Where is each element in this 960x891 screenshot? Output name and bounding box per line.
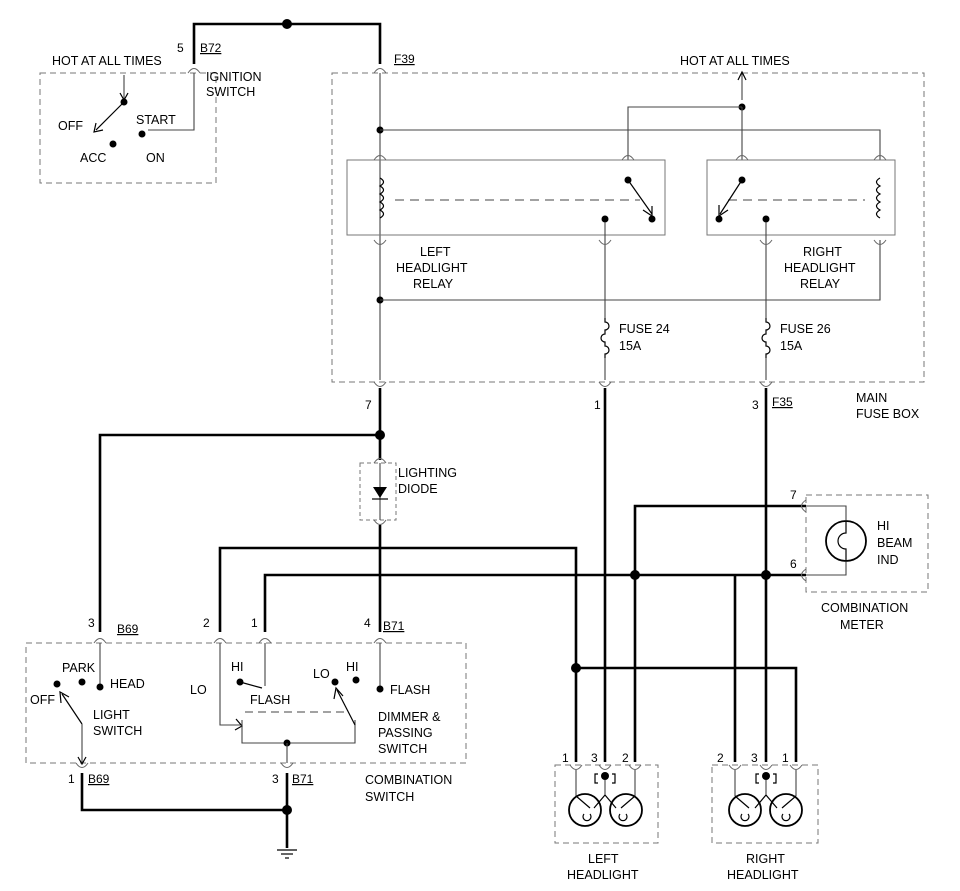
pin-number: 1 bbox=[562, 751, 569, 765]
pin-number: 1 bbox=[251, 616, 258, 630]
hi-label: HI bbox=[231, 660, 244, 674]
splice-point bbox=[282, 19, 292, 29]
ignition-switch-label: IGNITION bbox=[206, 70, 262, 84]
right-headlight-label: HEADLIGHT bbox=[727, 868, 799, 882]
pin-number: 1 bbox=[68, 772, 75, 786]
pin-number: 7 bbox=[790, 488, 797, 502]
acc-position-label: ACC bbox=[80, 151, 106, 165]
ignition-switch: IGNITION SWITCH HOT AT ALL TIMES OFF STA… bbox=[39, 19, 382, 184]
combination-switch-label: SWITCH bbox=[365, 790, 414, 804]
dimmer-switch-label: DIMMER & bbox=[378, 710, 441, 724]
hi-beam-ind-label: BEAM bbox=[877, 536, 912, 550]
main-fuse-box: F39 HOT AT ALL TIMES LEFT HEADLIGHT RELA… bbox=[331, 52, 925, 421]
connector-label: F35 bbox=[772, 395, 793, 409]
combination-switch-label: COMBINATION bbox=[365, 773, 452, 787]
fuse-rating: 15A bbox=[780, 339, 803, 353]
off-position-label: OFF bbox=[58, 119, 83, 133]
pin-number: 3 bbox=[751, 751, 758, 765]
hi-beam-ind-label: HI bbox=[877, 519, 890, 533]
right-headlight-relay bbox=[706, 159, 896, 236]
pin-number: 3 bbox=[272, 772, 279, 786]
pin-number: 5 bbox=[177, 41, 184, 55]
park-label: PARK bbox=[62, 661, 96, 675]
lo-label: LO bbox=[190, 683, 207, 697]
left-headlight-relay bbox=[346, 159, 666, 236]
light-switch-label: LIGHT bbox=[93, 708, 130, 722]
headlight-bulb bbox=[769, 793, 803, 827]
relay-label: LEFT bbox=[420, 245, 451, 259]
pin-number: 3 bbox=[591, 751, 598, 765]
dimmer-passing-switch: HI LO FLASH LO HI FLASH DIMMER & PASSING… bbox=[190, 643, 441, 763]
lo-label: LO bbox=[313, 667, 330, 681]
head-label: HEAD bbox=[110, 677, 145, 691]
fuse-rating: 15A bbox=[619, 339, 642, 353]
left-headlight-label: HEADLIGHT bbox=[567, 868, 639, 882]
pin-number: 4 bbox=[364, 616, 371, 630]
connector-label: B72 bbox=[200, 41, 222, 55]
flash-label: FLASH bbox=[250, 693, 290, 707]
connector-label: B69 bbox=[117, 622, 139, 636]
light-switch: PARK HEAD OFF LIGHT SWITCH bbox=[30, 643, 145, 766]
headlight-bulb bbox=[728, 793, 762, 827]
off-label: OFF bbox=[30, 693, 55, 707]
combination-meter-label: METER bbox=[840, 618, 884, 632]
lighting-diode: LIGHTING DIODE bbox=[359, 458, 457, 525]
light-switch-label: SWITCH bbox=[93, 724, 142, 738]
pin-number: 1 bbox=[782, 751, 789, 765]
left-headlight: 1 3 2 LEFT HEADLIGHT bbox=[554, 751, 659, 882]
relay-label: RIGHT bbox=[803, 245, 842, 259]
connector-label: F39 bbox=[394, 52, 415, 66]
hi-beam-ind-label: IND bbox=[877, 553, 899, 567]
combination-meter-label: COMBINATION bbox=[821, 601, 908, 615]
flash-label: FLASH bbox=[390, 683, 430, 697]
relay-label: RELAY bbox=[413, 277, 454, 291]
pin-number: 2 bbox=[717, 751, 724, 765]
dimmer-switch-label: SWITCH bbox=[378, 742, 427, 756]
pin-number: 1 bbox=[594, 398, 601, 412]
wiring bbox=[80, 388, 806, 848]
combination-switch: 3 B69 2 1 4 B71 1 B69 3 B71 PARK HEAD OF… bbox=[25, 616, 467, 804]
relay-label: HEADLIGHT bbox=[396, 261, 468, 275]
ground-symbol bbox=[277, 849, 297, 859]
on-position-label: ON bbox=[146, 151, 165, 165]
pin-number: 2 bbox=[203, 616, 210, 630]
fuse-label: FUSE 24 bbox=[619, 322, 670, 336]
combination-meter: 7 6 HI BEAM IND COMBINATION METER bbox=[790, 488, 929, 632]
pin-number: 7 bbox=[365, 398, 372, 412]
right-headlight: 2 3 1 RIGHT HEADLIGHT bbox=[711, 751, 819, 882]
main-fuse-box-label: MAIN bbox=[856, 391, 887, 405]
fuse-24 bbox=[598, 318, 612, 358]
connector-label: B71 bbox=[292, 772, 314, 786]
pin-number: 2 bbox=[622, 751, 629, 765]
lighting-diode-label: DIODE bbox=[398, 482, 438, 496]
dimmer-switch-label: PASSING bbox=[378, 726, 433, 740]
hot-at-all-times-label: HOT AT ALL TIMES bbox=[680, 54, 790, 68]
relay-label: HEADLIGHT bbox=[784, 261, 856, 275]
pin-number: 6 bbox=[790, 557, 797, 571]
pin-number: 3 bbox=[88, 616, 95, 630]
main-fuse-box-label: FUSE BOX bbox=[856, 407, 920, 421]
headlight-bulb bbox=[568, 793, 602, 827]
relay-label: RELAY bbox=[800, 277, 841, 291]
lighting-diode-label: LIGHTING bbox=[398, 466, 457, 480]
right-headlight-label: RIGHT bbox=[746, 852, 785, 866]
fuse-label: FUSE 26 bbox=[780, 322, 831, 336]
connector-label: B71 bbox=[383, 619, 405, 633]
hot-at-all-times-label: HOT AT ALL TIMES bbox=[52, 54, 162, 68]
connector-label: B69 bbox=[88, 772, 110, 786]
ignition-switch-label: SWITCH bbox=[206, 85, 255, 99]
headlight-bulb bbox=[609, 793, 643, 827]
left-headlight-label: LEFT bbox=[588, 852, 619, 866]
hi-label: HI bbox=[346, 660, 359, 674]
fuse-26 bbox=[759, 318, 773, 358]
start-position-label: START bbox=[136, 113, 176, 127]
pin-number: 3 bbox=[752, 398, 759, 412]
